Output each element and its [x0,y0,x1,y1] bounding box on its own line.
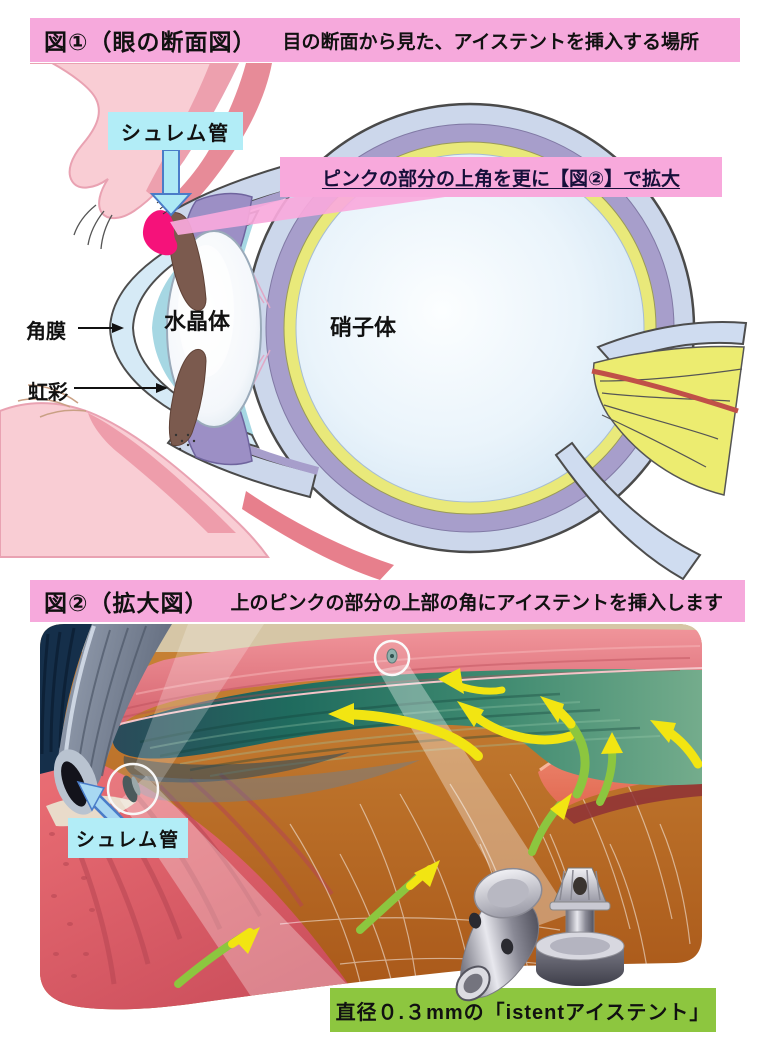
light-beam-top [134,624,264,786]
lower-eyelid [0,384,270,558]
stent-site-circle-top [373,639,411,677]
istent-caption: 直径０.３mmの「istentアイステント」 [330,988,716,1032]
optic-nerve [554,321,748,580]
cornea-pointer [78,323,124,333]
fig1-subtitle: 目の断面から見た、アイステントを挿入する場所 [282,31,699,53]
upper-eyelashes [73,204,113,250]
lower-eyelashes [17,384,87,418]
fig1-eye-diagram [0,63,748,580]
fig1-title: 図①（眼の断面図） [44,29,257,55]
navy-corner [40,624,92,774]
schlemm-label-fig1: シュレム管 [108,112,243,150]
fig2-title: 図②（拡大図） [44,590,209,616]
fig2-anatomy-image [40,624,702,1010]
callout-box: ピンクの部分の上角を更に【図②】で拡大 [280,157,722,197]
fig2-subtitle: 上のピンクの部分の上部の角にアイステントを挿入します [230,592,723,614]
vitreous-label: 硝子体 [330,315,397,340]
fig1-header: 図①（眼の断面図） 目の断面から見た、アイステントを挿入する場所 [30,18,740,62]
magenta-highlight [142,210,178,256]
schlemm-canal-opening [61,761,87,807]
flow-arrows [174,668,702,988]
callout-text: ピンクの部分の上角を更に【図②】で拡大 [321,168,681,190]
callout-pointer [170,196,452,235]
iris [167,212,207,446]
schlemm-arrow-fig1 [149,149,193,217]
lens-label: 水晶体 [164,309,231,334]
cornea-blade-edge [53,624,172,815]
cornea-label: 角膜 [26,321,66,343]
lower-angle-stipple [174,433,196,451]
iris-label: 虹彩 [28,382,68,404]
eyeball-globe [244,102,696,554]
lower-muscle-band [242,491,394,580]
iris-pointer [74,383,168,393]
schlemm-label-fig2: シュレム管 [68,818,188,858]
istent-device-left [455,867,543,1002]
fig2-header: 図②（拡大図） 上のピンクの部分の上部の角にアイステントを挿入します [30,580,745,622]
istent-device-right [535,867,625,986]
stent-site-circle-left [106,762,160,816]
